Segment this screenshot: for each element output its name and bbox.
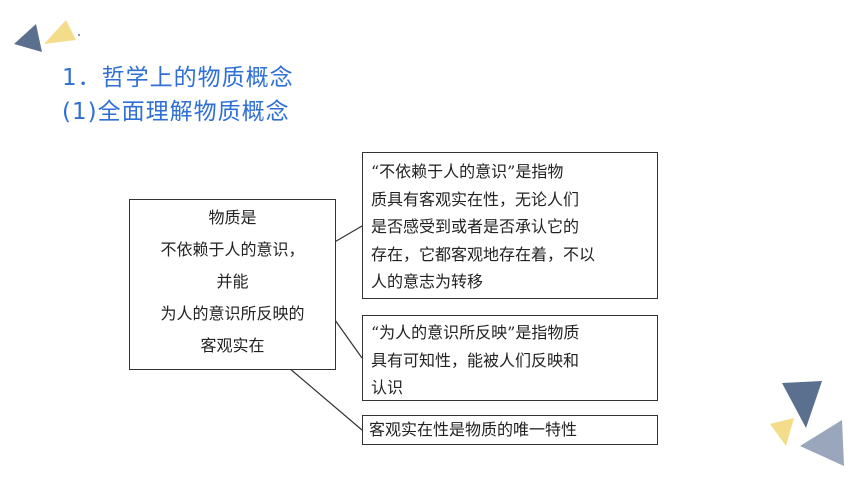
- definition-line: 为人的意识所反映的: [160, 304, 305, 323]
- explanation-box-independence: “不依赖于人的意识”是指物 质具有客观实在性，无论人们 是否感受到或者是否承认它…: [362, 152, 658, 299]
- dot-icon: [78, 34, 80, 36]
- navy-triangle-icon: [14, 24, 42, 52]
- explanation-line: 客观实在性是物质的唯一特性: [369, 420, 578, 439]
- connector-line-3: [270, 361, 363, 431]
- definition-line: 并能: [216, 272, 249, 291]
- explanation-line: 是否感受到或者是否承认它的: [371, 217, 580, 236]
- explanation-line: 存在，它都客观地存在着，不以: [371, 244, 596, 264]
- explanation-line: “为人的意识所反映”是指物质: [371, 323, 580, 342]
- explanation-box-objective-reality: 客观实在性是物质的唯一特性: [362, 415, 658, 445]
- subsection-heading: (1)全面理解物质概念: [62, 99, 290, 125]
- explanation-line: 认识: [371, 378, 404, 397]
- explanation-box-knowability: “为人的意识所反映”是指物质 具有可知性，能被人们反映和 认识: [362, 315, 658, 401]
- explanation-line: 质具有客观实在性，无论人们: [371, 189, 580, 209]
- yellow-triangle-icon: [44, 20, 76, 44]
- definition-line: 客观实在: [200, 336, 265, 355]
- explanation-line: “不依赖于人的意识”是指物: [371, 162, 564, 181]
- definition-box: 物质是 不依赖于人的意识， 并能 为人的意识所反映的 客观实在: [129, 199, 336, 370]
- gray-triangle-icon: [800, 420, 844, 466]
- navy-triangle-icon: [782, 381, 822, 428]
- yellow-triangle-icon: [770, 418, 794, 446]
- definition-line: 不依赖于人的意识，: [160, 240, 305, 259]
- explanation-line: 具有可知性，能被人们反映和: [371, 350, 580, 370]
- section-heading: 1．哲学上的物质概念: [62, 65, 294, 91]
- definition-line: 物质是: [208, 208, 257, 227]
- explanation-line: 人的意志为转移: [371, 272, 484, 291]
